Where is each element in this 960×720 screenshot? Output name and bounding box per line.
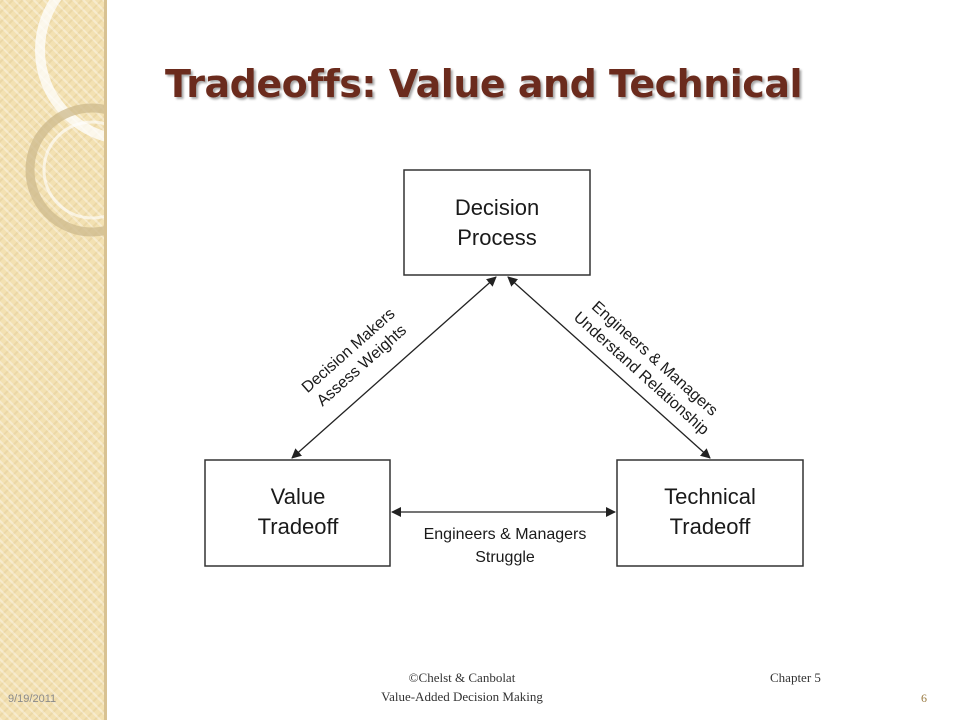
edge-label-bottom-line1: Engineers & Managers <box>424 526 587 543</box>
slide-title: Tradeoffs: Value and Technical <box>165 62 803 106</box>
footer-chapter: Chapter 5 <box>770 670 821 685</box>
node-value-tradeoff-box <box>204 459 391 567</box>
node-value-tradeoff-line1: Value <box>271 484 326 509</box>
arrow-value-decision <box>291 276 497 459</box>
node-technical-tradeoff-line2: Tradeoff <box>670 514 752 539</box>
node-technical-tradeoff-box <box>616 459 804 567</box>
edge-label-bottom-line2: Struggle <box>475 549 535 566</box>
arrow-technical-decision <box>507 276 711 459</box>
node-decision-process-line1: Decision <box>455 195 539 220</box>
footer-page-number: 6 <box>921 691 927 705</box>
node-technical-tradeoff: Technical Tradeoff <box>616 459 804 567</box>
node-decision-process-box <box>403 169 591 276</box>
edge-label-right: Engineers & Managers Understand Relation… <box>570 298 721 439</box>
node-technical-tradeoff-line1: Technical <box>664 484 756 509</box>
decorative-sidebar <box>0 0 106 720</box>
sidebar-divider <box>104 0 107 720</box>
footer-authors: ©Chelst & Canbolat <box>408 670 516 685</box>
decorative-circles <box>25 0 106 237</box>
edge-label-right-line1: Engineers & Managers <box>588 298 721 419</box>
node-decision-process: Decision Process <box>403 169 591 276</box>
edge-label-left: Decision Makers Assess Weights <box>299 305 410 410</box>
footer-course: Value-Added Decision Making <box>381 689 543 704</box>
footer-date: 9/19/2011 <box>8 693 57 705</box>
node-value-tradeoff: Value Tradeoff <box>204 459 391 567</box>
node-value-tradeoff-line2: Tradeoff <box>258 514 340 539</box>
edge-label-bottom: Engineers & Managers Struggle <box>424 526 587 566</box>
node-decision-process-line2: Process <box>457 225 536 250</box>
edge-label-right-line2: Understand Relationship <box>570 309 712 439</box>
